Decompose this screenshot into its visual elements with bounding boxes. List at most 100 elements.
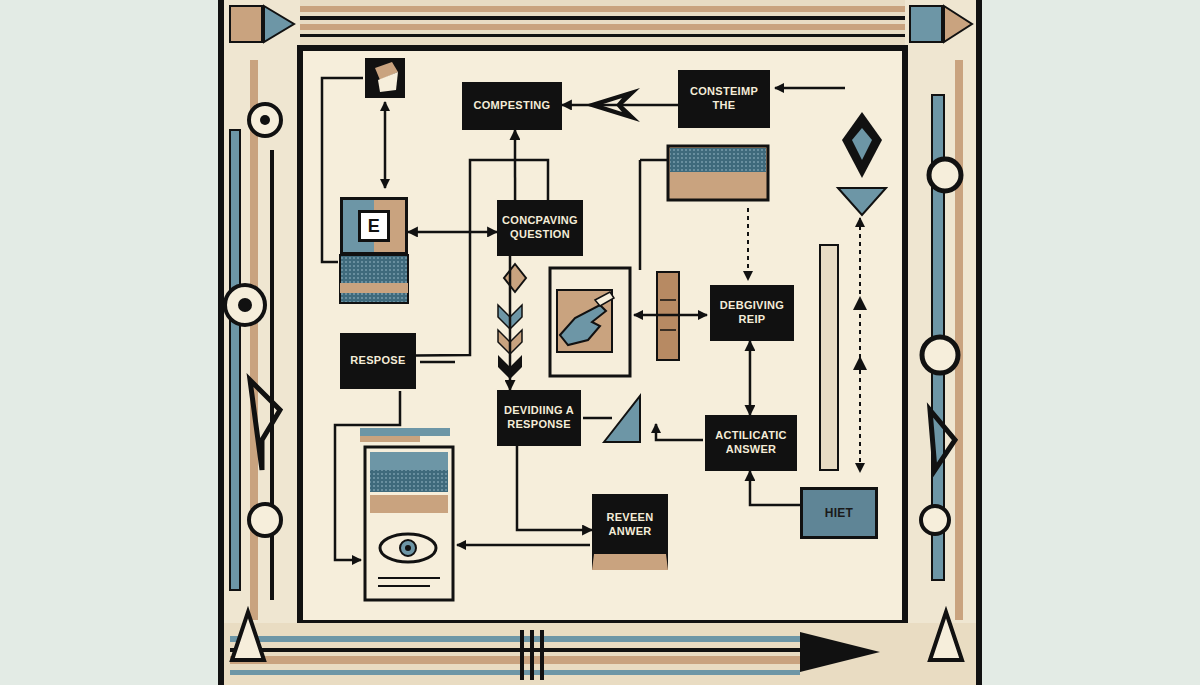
frame [300,16,905,20]
left-border [230,6,262,42]
chevron-stack [498,330,522,354]
frame [230,670,800,675]
sign-box [747,208,749,280]
chevron-stack [498,305,522,329]
node-label: COMPESTING [474,99,551,113]
cap-icon [384,102,387,188]
document-icon [378,578,440,586]
process-box: DEVIDIING A RESPONSE [497,390,581,446]
triangle-marker [656,424,703,440]
left-border [250,380,280,470]
frame [230,648,800,652]
icon-strip [340,283,408,293]
left-border [225,285,265,325]
left-border [249,104,281,136]
process-box: DEBGIVING REIP [710,285,794,341]
document-icon [360,428,450,436]
sign-box [670,148,766,172]
right-border [955,60,963,620]
left-border [238,298,252,312]
sign-box [668,146,768,200]
node-label: DEBGIVING REIP [715,299,789,327]
hand-illustration [560,305,606,345]
node-label: CONCPAVING QUESTION [502,214,578,242]
frame [300,6,905,12]
frame [218,0,982,685]
document-icon [420,361,455,364]
process-box: COMPESTING [462,82,562,130]
frame [530,630,534,680]
chevron-stack [498,355,522,379]
left-border [249,504,281,536]
chevron-stack [498,264,526,379]
left-border [230,130,240,590]
right-pointers [859,218,861,472]
icon-strip [340,255,408,303]
hand-illustration [634,314,707,317]
triangle-marker [583,417,612,420]
right-pointers [820,245,838,470]
document-icon [370,495,448,513]
document-icon [405,545,411,551]
node-label: DEVIDIING A RESPONSE [502,404,576,432]
node-label: REVEEN ANWER [597,511,663,539]
document-icon [370,470,448,492]
process-box: ACTILICATIC ANSWER [705,415,797,471]
connector-arrow [750,471,800,505]
process-box: CONSTEIMP THE [678,70,770,128]
right-pointers [842,112,882,178]
sign-box [640,146,768,280]
triangle-marker [583,396,703,442]
right-pointers [852,128,872,160]
icon-strip [340,255,408,303]
right-pointers [853,356,867,370]
process-box: REVEEN ANWER [592,494,668,570]
left-border [225,6,294,660]
node-label: ACTILICATIC ANSWER [710,429,792,457]
frame [218,0,982,685]
right-border [930,410,955,470]
hand-illustration [550,268,707,376]
document-icon [335,362,590,600]
frame [300,34,905,37]
hand-illustration [550,268,630,376]
connector-arrow [749,341,752,415]
document-icon [400,540,416,556]
right-border [921,506,949,534]
left-border [260,115,270,125]
document-icon [335,391,400,560]
right-pointers [838,188,886,215]
pennant [600,98,622,112]
frame [224,623,976,685]
process-box: E [340,197,408,255]
frame [520,630,524,680]
frame [300,24,905,30]
process-box: HIET [800,487,878,539]
node-label: HIET [825,506,854,521]
document-icon [457,544,590,547]
right-border [930,612,962,660]
process-box: RESPOSE [340,333,416,389]
left-border [232,612,264,660]
pennant [585,88,640,122]
document-icon [365,447,453,600]
right-border [944,6,972,42]
node-label: E [358,210,390,242]
right-pointers [775,87,845,90]
right-border [922,337,958,373]
node-label: RESPOSE [350,354,405,368]
right-border [929,159,961,191]
process-box: CONCPAVING QUESTION [497,200,583,256]
hand-illustration [595,292,614,306]
frame [230,636,800,642]
right-border [910,6,942,42]
document-icon [370,452,448,492]
document-icon [360,436,420,442]
right-pointers [853,296,867,310]
frame [218,0,224,685]
